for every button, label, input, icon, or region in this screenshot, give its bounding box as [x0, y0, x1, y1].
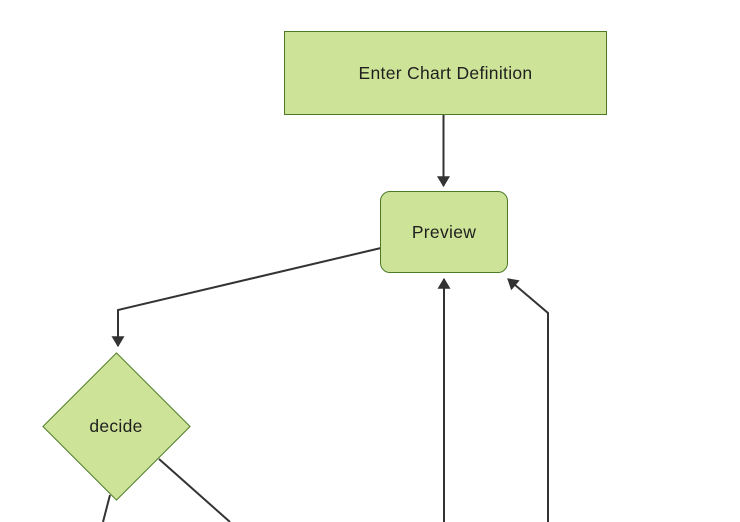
edge-bottom-right-to-preview: [507, 278, 549, 522]
node-enter-chart-definition-label: Enter Chart Definition: [358, 62, 533, 83]
edge-decide-to-offscreen-right: [158, 458, 231, 522]
node-decide-label: decide: [89, 415, 143, 436]
node-preview-label: Preview: [411, 221, 477, 242]
edge-preview-to-decide: [111, 247, 382, 348]
node-decide: decide: [41, 351, 191, 501]
node-preview: Preview: [380, 191, 508, 273]
node-enter-chart-definition: Enter Chart Definition: [284, 31, 607, 115]
edge-decide-to-offscreen-left: [102, 494, 111, 522]
